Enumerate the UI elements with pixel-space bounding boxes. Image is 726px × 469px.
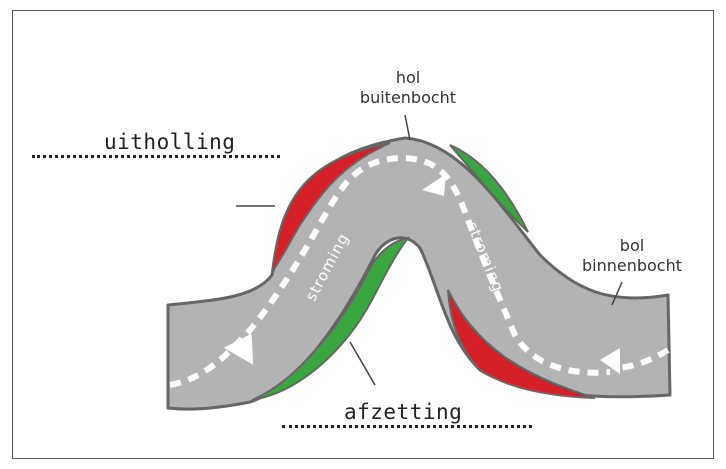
outer-bend-label-line2: buitenbocht [352,88,464,108]
erosion-dotted-line [32,155,280,158]
inner-bend-label-line2: binnenbocht [572,256,692,276]
leader-outer-bend [405,115,410,140]
deposition-dotted-line [282,425,532,428]
deposition-term: afzetting [344,400,462,424]
inner-bend-label: bol binnenbocht [572,236,692,276]
outer-bend-label: hol buitenbocht [352,68,464,108]
leader-deposition [350,342,375,385]
outer-bend-label-line1: hol [352,68,464,88]
erosion-term: uitholling [104,130,235,154]
inner-bend-label-line1: bol [572,236,692,256]
